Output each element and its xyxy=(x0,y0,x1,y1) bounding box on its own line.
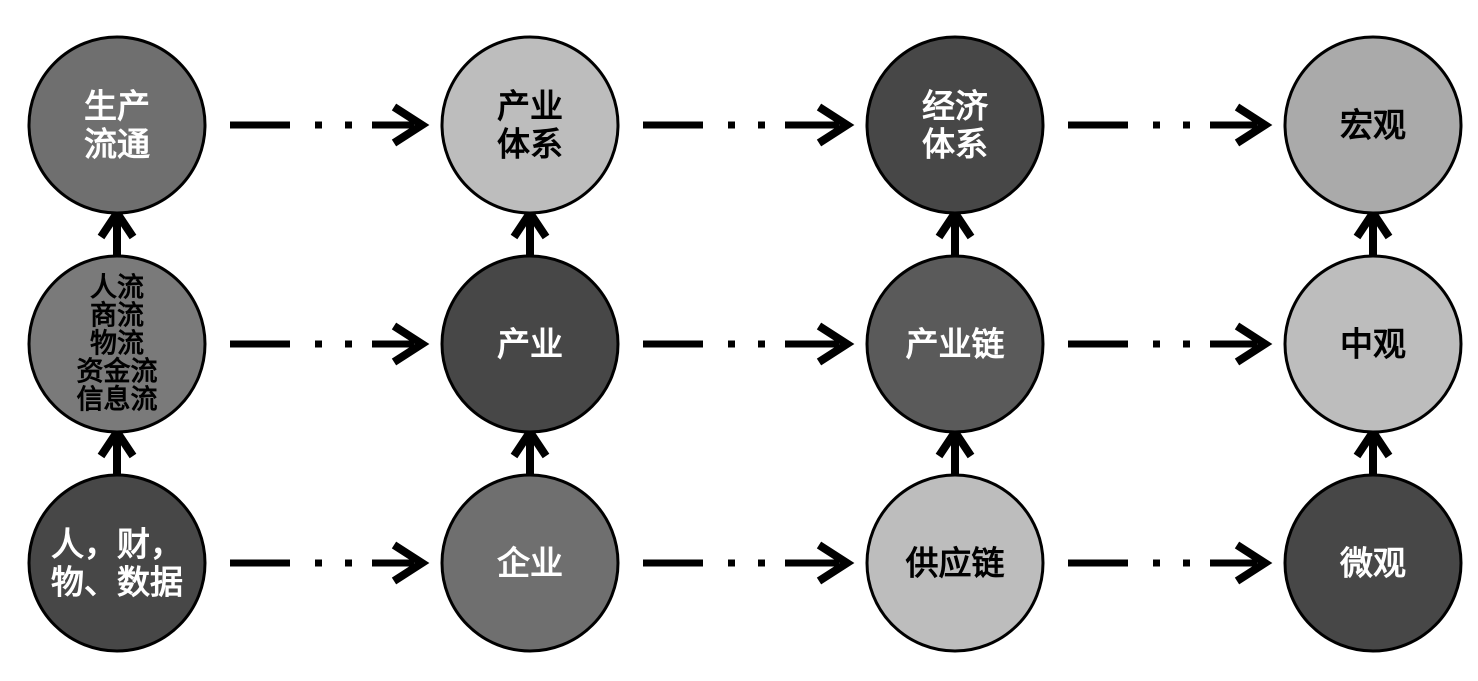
node-chanyelian: 产业链 xyxy=(865,254,1045,434)
node-weiguan: 微观 xyxy=(1283,473,1463,653)
node-circle xyxy=(865,473,1045,653)
vertical-arrow-col3-row3-to-row2 xyxy=(935,424,975,477)
connector-arrow-head xyxy=(1234,541,1273,585)
node-label-line: 物、数据 xyxy=(51,563,183,602)
connector-row2-col3-to-col4 xyxy=(1068,322,1273,366)
connector-dot xyxy=(345,559,352,567)
node-circle xyxy=(27,35,207,215)
node-circle xyxy=(1283,35,1463,215)
node-circle xyxy=(865,35,1045,215)
node-label-line: 宏观 xyxy=(1340,106,1406,145)
node-label-line: 生产 xyxy=(84,87,150,126)
connector-dot xyxy=(315,121,322,129)
connector-row3-col2-to-col3 xyxy=(643,541,855,585)
node-zhongguan: 中观 xyxy=(1283,254,1463,434)
connector-dot xyxy=(728,559,735,567)
node-label-line: 企业 xyxy=(497,544,563,583)
node-label-line: 产业 xyxy=(497,87,563,126)
node-circle xyxy=(1283,254,1463,434)
connector-arrow-head xyxy=(1234,322,1273,366)
node-circle xyxy=(440,254,620,434)
node-label-line: 商流 xyxy=(90,301,144,332)
node-chanye: 产业 xyxy=(440,254,620,434)
connector-arrow-head xyxy=(816,322,855,366)
connector-row1-col2-to-col3 xyxy=(643,103,855,147)
connector-dot xyxy=(758,559,765,567)
connector-dot xyxy=(728,121,735,129)
connector-row1-col1-to-col2 xyxy=(230,103,430,147)
vertical-arrow-col1-row3-to-row2 xyxy=(97,424,137,477)
node-circle xyxy=(440,35,620,215)
node-label-line: 物流 xyxy=(90,329,144,360)
connector-arrow-head xyxy=(391,103,430,147)
connector-row3-col1-to-col2 xyxy=(230,541,430,585)
connector-dot xyxy=(1183,340,1190,348)
vertical-arrow-col2-row2-to-row1 xyxy=(510,205,550,258)
connector-dot xyxy=(1153,559,1160,567)
connector-dot xyxy=(758,340,765,348)
connector-dot xyxy=(758,121,765,129)
connector-arrow-head xyxy=(816,541,855,585)
node-label-line: 人，财， xyxy=(51,525,183,564)
node-hongguan: 宏观 xyxy=(1283,35,1463,215)
connector-row2-col1-to-col2 xyxy=(230,322,430,366)
node-circle xyxy=(440,473,620,653)
vertical-arrow-col2-row3-to-row2 xyxy=(510,424,550,477)
node-gongyinglian: 供应链 xyxy=(865,473,1045,653)
connector-dot xyxy=(345,121,352,129)
connector-arrow-head xyxy=(391,541,430,585)
vertical-arrow-col4-row2-to-row1 xyxy=(1353,205,1393,258)
vertical-arrow-col4-row3-to-row2 xyxy=(1353,424,1393,477)
node-label-line: 中观 xyxy=(1340,325,1406,364)
node-circle xyxy=(27,254,207,434)
node-label-line: 体系 xyxy=(922,125,988,164)
nodes-layer: 生产流通人流商流物流资金流信息流人，财，物、数据产业体系产业企业经济体系产业链供… xyxy=(27,35,1463,653)
connector-arrow-head xyxy=(1234,103,1273,147)
node-label-line: 体系 xyxy=(497,125,563,164)
connector-dot xyxy=(728,340,735,348)
vertical-arrow-col1-row2-to-row1 xyxy=(97,205,137,258)
connector-dot xyxy=(1183,121,1190,129)
connector-row2-col2-to-col3 xyxy=(643,322,855,366)
node-label-line: 流通 xyxy=(84,125,150,164)
node-label-line: 供应链 xyxy=(906,544,1005,583)
vertical-arrow-col3-row2-to-row1 xyxy=(935,205,975,258)
node-label-line: 微观 xyxy=(1339,544,1406,583)
edges-layer xyxy=(97,103,1393,585)
connector-dot xyxy=(1183,559,1190,567)
node-ren-cai-wu-shuju: 人，财，物、数据 xyxy=(27,473,207,653)
node-label-line: 经济 xyxy=(922,87,989,126)
connector-arrow-head xyxy=(816,103,855,147)
connector-arrow-head xyxy=(391,322,430,366)
connector-row1-col3-to-col4 xyxy=(1068,103,1273,147)
connector-dot xyxy=(315,340,322,348)
node-label-line: 信息流 xyxy=(77,384,158,416)
node-label-line: 资金流 xyxy=(77,356,158,388)
connector-dot xyxy=(345,340,352,348)
connector-dot xyxy=(1153,340,1160,348)
connector-row3-col3-to-col4 xyxy=(1068,541,1273,585)
node-label-line: 人流 xyxy=(90,273,144,304)
node-circle xyxy=(27,473,207,653)
node-circle xyxy=(1283,473,1463,653)
connector-dot xyxy=(315,559,322,567)
node-label-line: 产业 xyxy=(497,325,563,364)
connector-dot xyxy=(1153,121,1160,129)
node-qiye: 企业 xyxy=(440,473,620,653)
node-circle xyxy=(865,254,1045,434)
node-label-line: 产业链 xyxy=(906,325,1005,364)
